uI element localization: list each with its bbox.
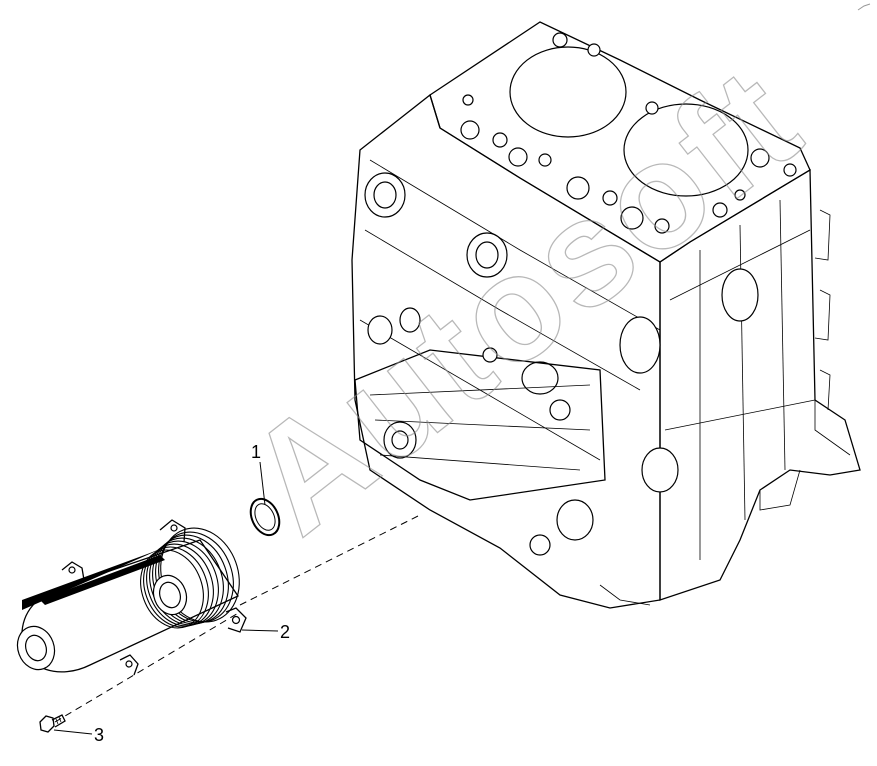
deck-bolt-holes	[460, 32, 797, 234]
cylinder-bore-rear	[509, 46, 627, 138]
leader-line-3	[53, 729, 93, 735]
oil-cooler	[16, 519, 247, 676]
callout-label-1: 1	[251, 442, 261, 462]
callout-2: 2	[241, 622, 290, 642]
leader-line-1	[259, 461, 266, 506]
bolt	[39, 714, 66, 733]
assembly-line-bolt	[54, 611, 241, 723]
callout-label-3: 3	[94, 725, 104, 745]
callout-3: 3	[53, 725, 104, 745]
cylinder-bore-front	[623, 103, 749, 197]
callout-1: 1	[251, 442, 266, 506]
assembly-line-cooler	[239, 514, 421, 606]
callout-label-2: 2	[280, 622, 290, 642]
engine-block	[351, 21, 861, 609]
leader-line-2	[241, 629, 279, 632]
o-ring-seal	[249, 497, 281, 537]
corner-mark	[857, 3, 871, 11]
